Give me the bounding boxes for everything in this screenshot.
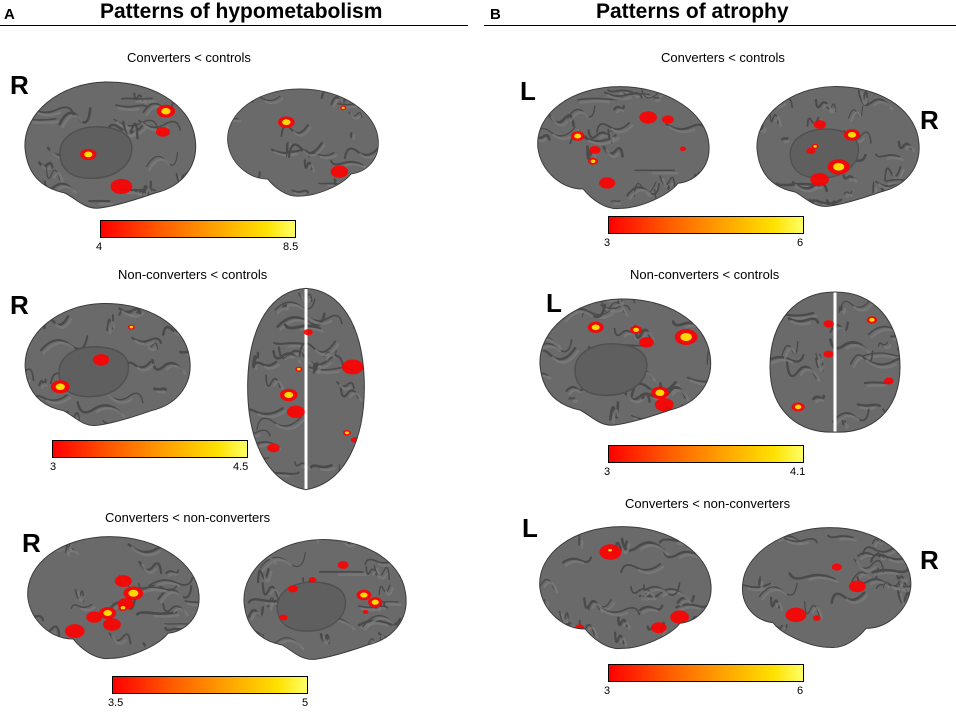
b1-side-label-left: L bbox=[520, 76, 536, 106]
b2-posterior-brain bbox=[769, 291, 901, 433]
b1-lateral-brain bbox=[537, 86, 710, 210]
panel-a-rule bbox=[0, 25, 468, 26]
a2-colorbar-min: 3 bbox=[50, 461, 57, 473]
a2-medial-brain bbox=[24, 303, 191, 426]
a3-colorbar-max: 5 bbox=[302, 697, 309, 709]
b2-colorbar-max: 4.1 bbox=[790, 466, 806, 478]
b2-colorbar bbox=[608, 445, 804, 463]
a1-colorbar bbox=[100, 220, 296, 238]
a1-medial-brain bbox=[24, 81, 197, 209]
b2-medial-brain bbox=[539, 298, 712, 426]
b1-colorbar-max: 6 bbox=[797, 237, 804, 249]
a3-title: Converters < non-converters bbox=[105, 510, 271, 525]
b3-side-label-right: R bbox=[920, 545, 939, 575]
a1-lateral-brain bbox=[227, 88, 379, 197]
a2-title: Non-converters < controls bbox=[118, 267, 268, 282]
panel-b-letter: B bbox=[490, 6, 501, 23]
b1-medial-brain bbox=[756, 86, 920, 207]
a1-colorbar-min: 4 bbox=[96, 241, 103, 253]
b3-side-label-left: L bbox=[522, 513, 538, 543]
b3-colorbar-max: 6 bbox=[797, 685, 804, 697]
b3-lateral-brain bbox=[539, 526, 712, 650]
b2-side-label-left: L bbox=[546, 288, 562, 318]
b1-title: Converters < controls bbox=[661, 50, 785, 65]
b1-colorbar-min: 3 bbox=[604, 237, 611, 249]
b3-colorbar-min: 3 bbox=[604, 685, 611, 697]
a2-colorbar-max: 4.5 bbox=[233, 461, 249, 473]
a3-lateral-brain bbox=[27, 536, 200, 660]
a3-colorbar-min: 3.5 bbox=[108, 697, 124, 709]
a3-medial-brain bbox=[243, 539, 407, 660]
b3-colorbar bbox=[608, 664, 804, 682]
a1-side-label: R bbox=[10, 70, 29, 100]
b3-lateral-brain-right bbox=[742, 527, 912, 648]
b1-side-label-right: R bbox=[920, 105, 939, 135]
b3-title: Converters < non-converters bbox=[625, 496, 791, 511]
b2-title: Non-converters < controls bbox=[630, 267, 780, 282]
panel-a-letter: A bbox=[4, 6, 15, 23]
a3-colorbar bbox=[112, 676, 308, 694]
b2-colorbar-min: 3 bbox=[604, 466, 611, 478]
a1-colorbar-max: 8.5 bbox=[283, 241, 299, 253]
panel-a-title: Patterns of hypometabolism bbox=[100, 0, 383, 23]
a2-side-label: R bbox=[10, 290, 29, 320]
a3-side-label: R bbox=[22, 528, 41, 558]
a2-superior-brain bbox=[247, 287, 365, 491]
panel-b-rule bbox=[484, 25, 956, 26]
a1-title: Converters < controls bbox=[127, 50, 251, 65]
a2-colorbar bbox=[52, 440, 248, 458]
b1-colorbar bbox=[608, 216, 804, 234]
panel-b-title: Patterns of atrophy bbox=[596, 0, 789, 23]
